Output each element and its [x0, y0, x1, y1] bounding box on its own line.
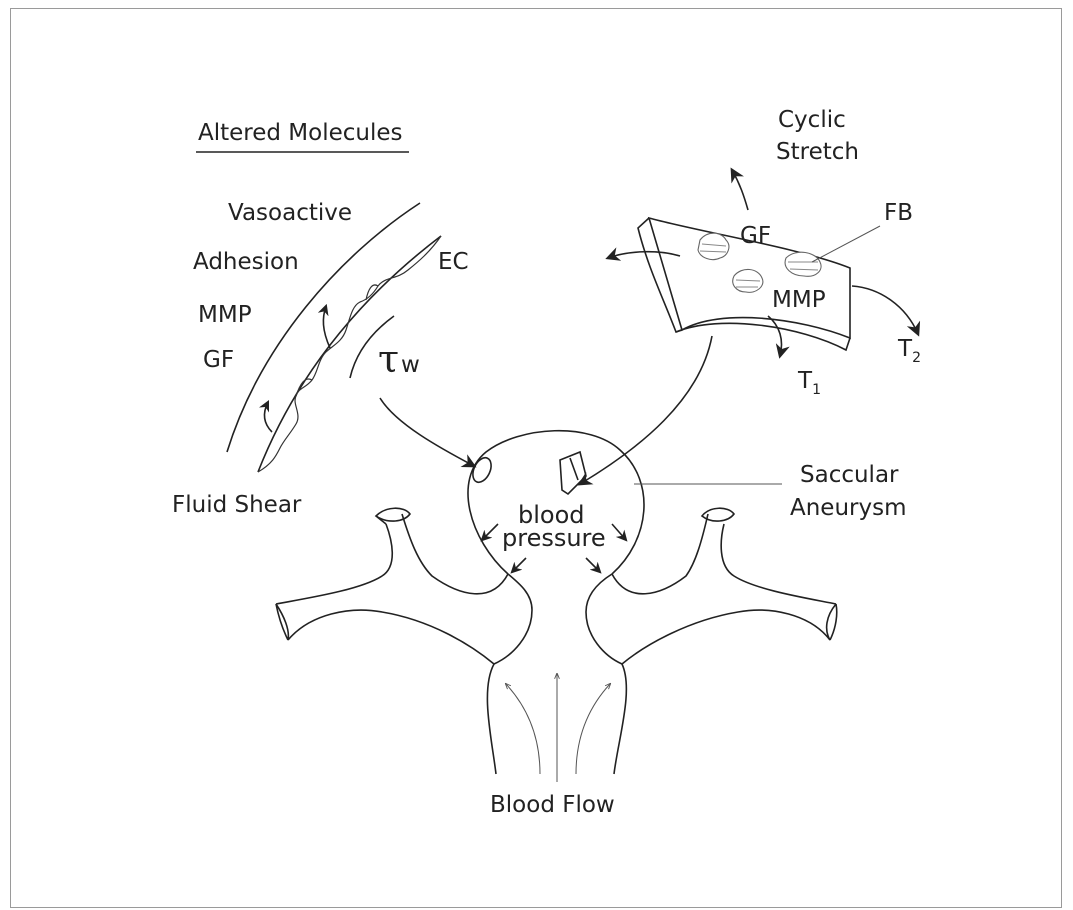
right-vessel-end — [830, 604, 837, 640]
fluid-shear-panel: Altered Molecules Vasoactive Adhesion MM… — [172, 120, 469, 518]
right-artery-cut — [827, 604, 836, 640]
stretch-arrow-down — [768, 316, 782, 356]
shear-to-sac-arrow — [380, 398, 474, 466]
fb-label: FB — [884, 200, 913, 226]
stretch-site-marker-edge — [570, 458, 578, 480]
altered-molecules-heading: Altered Molecules — [198, 120, 403, 146]
blood-flow-arrow — [506, 684, 540, 774]
mmp-label-left: MMP — [198, 302, 252, 328]
blood-flow-label: Blood Flow — [490, 792, 615, 818]
fb-leader-line — [812, 226, 880, 262]
gf-label-right: GF — [740, 223, 771, 249]
stretch-arrow-left — [608, 252, 680, 258]
aneurysm-label: Aneurysm — [790, 495, 907, 521]
adhesion-label: Adhesion — [193, 249, 299, 275]
right-vessel-branch-top — [721, 524, 836, 604]
fibroblast-cell — [733, 269, 763, 292]
saccular-label: Saccular — [800, 462, 899, 488]
blood-flow-arrow — [576, 684, 610, 774]
cyclic-label: Cyclic — [778, 107, 846, 133]
mmp-label-right: MMP — [772, 287, 826, 313]
left-vessel-branch-inner — [402, 514, 508, 594]
stretch-arrow-right — [852, 286, 918, 334]
stretch-label: Stretch — [776, 139, 859, 165]
stretch-arrow-up — [732, 170, 748, 210]
right-vessel-branch-inner — [612, 514, 708, 594]
fibroblast-cell — [698, 233, 729, 259]
t2-label: T2 — [897, 336, 921, 366]
pressure-arrow — [512, 558, 526, 572]
pressure-arrow — [586, 558, 600, 572]
secretion-arrow — [265, 402, 272, 432]
left-vessel-upper-wall — [288, 574, 532, 664]
wall-shear-stress-symbol: τw — [378, 337, 420, 381]
left-vessel-branch-top — [276, 524, 392, 604]
t1-label: T1 — [797, 368, 821, 398]
vasoactive-label: Vasoactive — [228, 200, 352, 226]
pressure-label: pressure — [502, 524, 606, 552]
stretch-to-sac-arrow — [580, 336, 712, 484]
pressure-arrow — [482, 524, 498, 540]
vessel-tree: Blood Flow blood pressure Saccular Aneur… — [276, 336, 907, 818]
secretion-arrow — [323, 306, 330, 348]
right-branch-cut-end — [702, 508, 734, 521]
fibroblast-cell — [785, 252, 821, 276]
ec-label: EC — [438, 249, 469, 275]
trunk-right-wall — [614, 664, 626, 774]
pressure-arrow — [612, 524, 626, 540]
stretch-site-marker — [560, 452, 586, 494]
gf-label-left: GF — [203, 347, 234, 373]
cyclic-stretch-panel: Cyclic Stretch GF MMP FB — [608, 107, 921, 398]
fluid-shear-label: Fluid Shear — [172, 492, 302, 518]
wall-block-side — [638, 218, 682, 332]
trunk-left-wall — [487, 664, 496, 774]
wall-block-bottom — [676, 323, 850, 350]
shear-site-marker — [469, 455, 494, 485]
